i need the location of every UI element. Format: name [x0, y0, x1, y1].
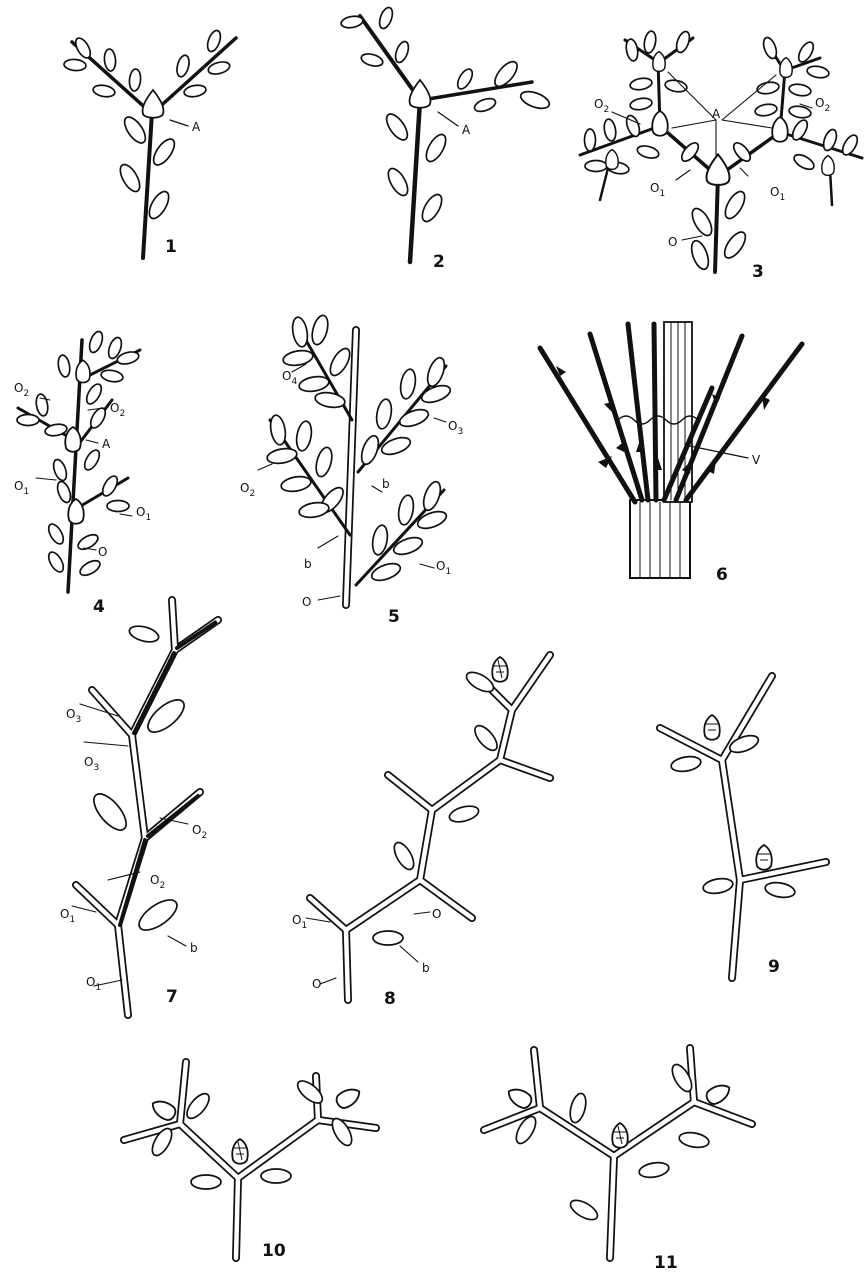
label-O1: O1 — [650, 181, 665, 199]
label-A: A — [712, 107, 721, 121]
label-A: A — [462, 123, 471, 137]
figure-8: O1 O b O 8 — [292, 655, 550, 1009]
label-O2: O2 — [240, 481, 255, 499]
figure-2: A 2 — [340, 6, 551, 272]
label-O: O — [668, 235, 677, 249]
label-O2: O2 — [150, 873, 165, 891]
figure-number-5: 5 — [388, 607, 400, 627]
label-O: O — [302, 595, 311, 609]
label-O1: O1 — [292, 913, 307, 931]
label-O: O — [98, 545, 107, 559]
label-O2: O2 — [14, 381, 29, 399]
figure-11: 11 — [484, 1048, 752, 1273]
figure-4: A O2 O2 O1 O1 O 4 — [14, 330, 151, 617]
figure-number-8: 8 — [384, 989, 396, 1009]
label-O1: O1 — [14, 479, 29, 497]
figure-9: 9 — [660, 676, 826, 978]
label-O3: O3 — [448, 419, 463, 437]
label-O2: O2 — [815, 96, 830, 114]
label-O1: O1 — [60, 907, 75, 925]
label-A: A — [102, 437, 111, 451]
label-O2: O2 — [110, 401, 125, 419]
label-b: b — [382, 477, 390, 491]
label-O: O — [432, 907, 441, 921]
label-O: O — [312, 977, 321, 991]
figure-5: O4 O3 O2 b b O1 O 5 — [240, 314, 463, 627]
figure-number-1: 1 — [165, 237, 177, 257]
figure-number-4: 4 — [93, 597, 105, 617]
label-A: A — [192, 120, 201, 134]
label-V: V — [752, 453, 761, 467]
label-O1: O1 — [86, 975, 101, 993]
figure-1: A 1 — [64, 29, 236, 258]
label-O4: O4 — [282, 369, 297, 387]
label-b: b — [422, 961, 430, 975]
figure-10: 10 — [124, 1062, 376, 1261]
label-O2: O2 — [192, 823, 207, 841]
figure-number-10: 10 — [262, 1241, 286, 1261]
label-O2: O2 — [594, 97, 609, 115]
figure-number-2: 2 — [433, 252, 445, 272]
label-b: b — [304, 557, 312, 571]
figure-number-7: 7 — [166, 987, 178, 1007]
figure-number-3: 3 — [752, 262, 764, 282]
figure-number-6: 6 — [716, 565, 728, 585]
label-O3: O3 — [84, 755, 99, 773]
label-O1: O1 — [136, 505, 151, 523]
figure-number-11: 11 — [654, 1253, 678, 1273]
figure-number-9: 9 — [768, 957, 780, 977]
figure-7: O3 O3 O2 O2 O1 b O1 7 — [60, 600, 218, 1015]
label-b: b — [190, 941, 198, 955]
label-O1: O1 — [770, 185, 785, 203]
figure-3: A O2 O2 O1 O1 O 3 — [580, 30, 862, 282]
label-O1: O1 — [436, 559, 451, 577]
label-O3: O3 — [66, 707, 81, 725]
figure-6: V 6 — [540, 322, 802, 585]
